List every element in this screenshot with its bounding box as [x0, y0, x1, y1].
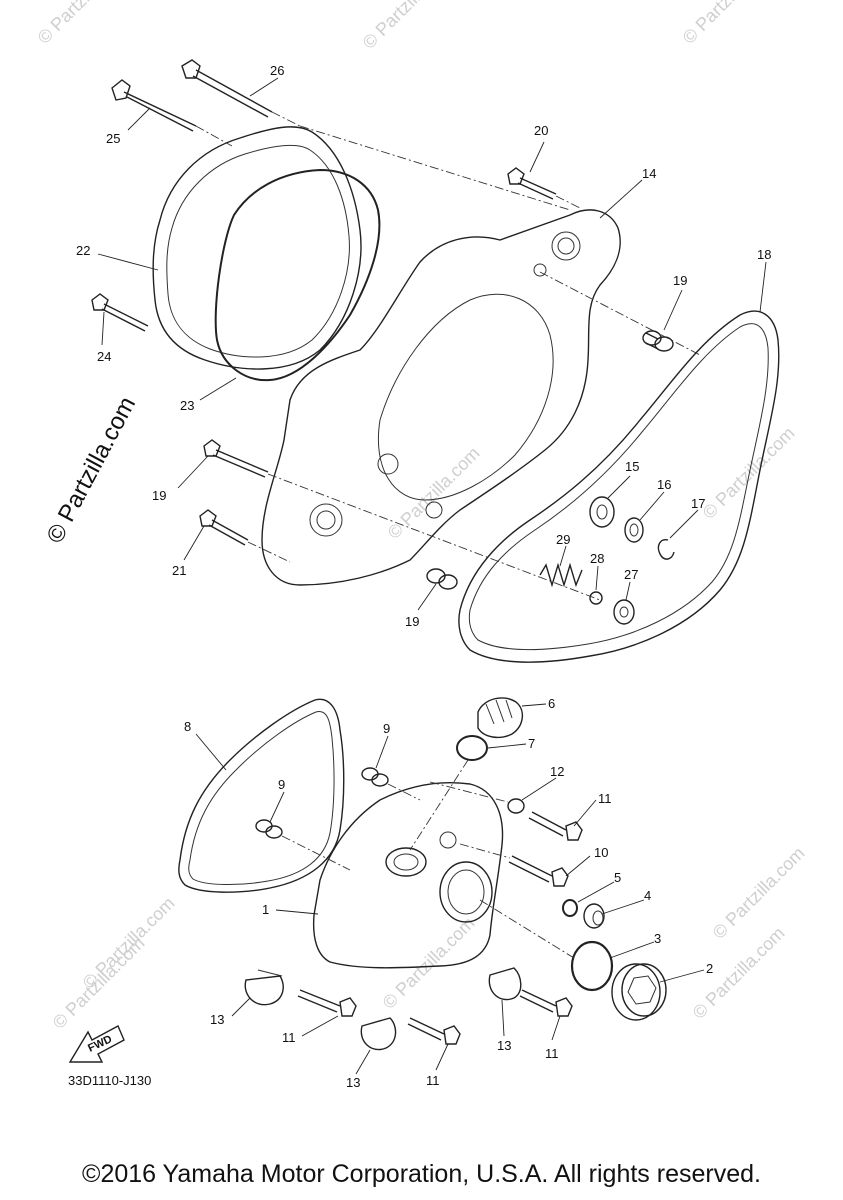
clutch-cover-1: [312, 781, 504, 969]
callout-13-middle: 13: [346, 1075, 360, 1090]
o-ring-5: [562, 899, 578, 917]
callout-11-lower-middle: 11: [426, 1073, 440, 1088]
callout-29: 29: [556, 532, 570, 547]
callout-21: 20: [534, 123, 548, 138]
callout-17: 17: [691, 496, 705, 511]
crankcase-cover-14: [261, 209, 621, 586]
callout-1: 1: [262, 902, 269, 917]
callout-3: 3: [654, 931, 661, 946]
callout-21-lower: 21: [172, 563, 186, 578]
watermark: © Partzilla.com: [699, 423, 799, 523]
diagram-code: 33D1110-J130: [68, 1073, 152, 1088]
callout-10: 10: [594, 845, 608, 860]
spring-29: [539, 562, 583, 588]
plug-4: [583, 903, 605, 929]
callout-7: 7: [528, 736, 535, 751]
callout-23: 23: [180, 398, 194, 413]
bolt-11-lower-left: [297, 989, 357, 1017]
washer-16: [624, 517, 644, 543]
clamp-13-left: [244, 969, 284, 1006]
callout-19-top: 19: [673, 273, 687, 288]
callout-9-upper: 9: [383, 721, 390, 736]
watermark: © Partzilla.com: [384, 443, 484, 543]
copyright-footer: ©2016 Yamaha Motor Corporation, U.S.A. A…: [82, 1160, 761, 1188]
side-watermark: © Partzilla.com: [41, 392, 141, 547]
watermark-group: © Partzilla.com © Partzilla.com © Partzi…: [34, 0, 809, 1033]
ball-28: [589, 591, 603, 605]
plug-27: [613, 599, 635, 625]
callout-14: 14: [642, 166, 656, 181]
callout-27: 27: [624, 567, 638, 582]
watermark: © Partzilla.com: [79, 893, 179, 993]
dowel-9-upper: [361, 767, 389, 787]
callout-group: 26 25 20 14 18 19 22 24 23 19 21 19 15 1…: [76, 63, 771, 1090]
dowel-9-lower: [255, 819, 283, 839]
oil-filler-cap-6: [477, 697, 523, 739]
watermark: © Partzilla.com: [689, 923, 789, 1023]
callout-12: 12: [550, 764, 564, 779]
callout-24: 24: [97, 349, 111, 364]
callout-15: 15: [625, 459, 639, 474]
callout-18: 18: [757, 247, 771, 262]
plug-2: [611, 963, 667, 1021]
o-ring-7: [456, 735, 488, 761]
callout-25: 25: [106, 131, 120, 146]
callout-4: 4: [644, 888, 651, 903]
dowel-19-lower: [426, 568, 458, 590]
bolt-26: [181, 59, 273, 118]
callout-19-lower: 19: [405, 614, 419, 629]
bolt-20: [203, 439, 269, 478]
clutch-cover-22: [152, 126, 362, 370]
forward-arrow-icon: FWD: [68, 1025, 125, 1063]
callout-20: 19: [152, 488, 166, 503]
watermark: © Partzilla.com: [679, 0, 779, 48]
callout-9-lower: 9: [278, 777, 285, 792]
clamp-13-middle: [360, 1017, 397, 1051]
bolt-11-lower-middle: [407, 1017, 461, 1045]
bolt-21-lower: [199, 509, 249, 546]
callout-13-left: 13: [210, 1012, 224, 1027]
watermark: © Partzilla.com: [34, 0, 134, 48]
callout-22: 22: [76, 243, 90, 258]
circlip-17: [657, 539, 675, 560]
watermark: © Partzilla.com: [709, 843, 809, 943]
callout-2: 2: [706, 961, 713, 976]
washer-12: [507, 798, 525, 814]
gasket-18: [458, 310, 780, 663]
clamp-13-right: [488, 967, 522, 1001]
callout-28: 28: [590, 551, 604, 566]
bolt-21-top: [507, 167, 557, 200]
callout-6: 6: [548, 696, 555, 711]
callout-16: 16: [657, 477, 671, 492]
bolt-11-right-top: [528, 811, 583, 841]
callout-8: 8: [184, 719, 191, 734]
bolt-25: [111, 79, 197, 132]
bolt-10: [508, 855, 569, 887]
callout-11-right-top: 11: [598, 791, 612, 806]
bearing-15: [589, 496, 615, 528]
gasket-8: [178, 698, 345, 893]
bolt-24: [91, 293, 149, 332]
callout-5: 5: [614, 870, 621, 885]
gasket-23: [214, 168, 381, 382]
watermark: © Partzilla.com: [359, 0, 459, 53]
dowel-19-top: [642, 330, 674, 352]
callout-11-lower-left: 11: [282, 1030, 296, 1045]
callout-26: 26: [270, 63, 284, 78]
callout-13-right: 13: [497, 1038, 511, 1053]
bolt-11-lower-right: [519, 989, 573, 1017]
callout-11-lower-right: 11: [545, 1046, 559, 1061]
o-ring-3: [570, 940, 614, 992]
